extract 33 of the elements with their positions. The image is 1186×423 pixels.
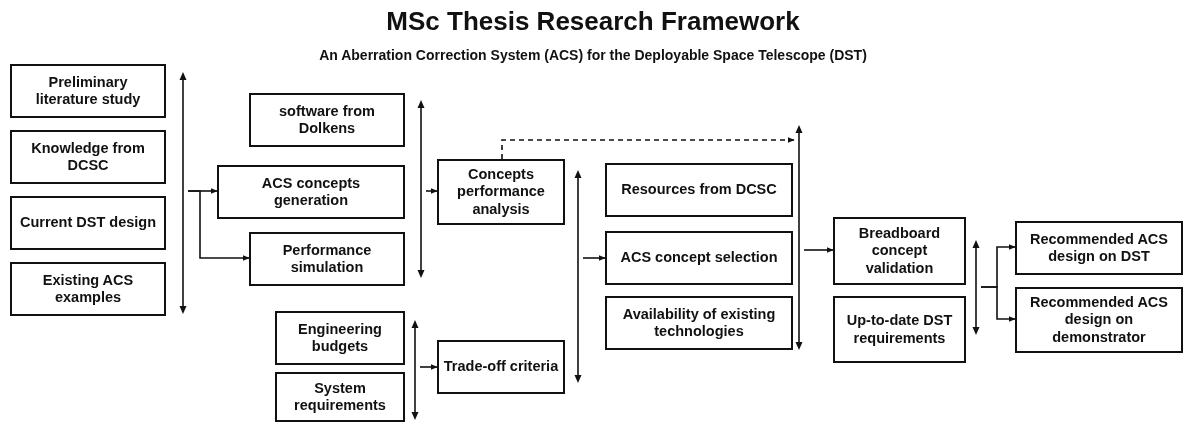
process-box: Concepts performance analysis <box>437 159 565 225</box>
process-box: Performance simulation <box>249 232 405 286</box>
double-headed-bar <box>971 240 981 335</box>
process-box: Recommended ACS design on demonstrator <box>1015 287 1183 353</box>
process-box: Trade-off criteria <box>437 340 565 394</box>
process-box: software from Dolkens <box>249 93 405 147</box>
arrow <box>582 255 606 261</box>
process-box: Current DST design <box>10 196 166 250</box>
double-headed-bar <box>416 100 426 278</box>
double-headed-bar <box>178 72 188 314</box>
process-box: Up-to-date DST requirements <box>833 296 966 363</box>
process-box: Breadboard concept validation <box>833 217 966 285</box>
diagram-title: MSc Thesis Research Framework <box>385 6 801 37</box>
arrow <box>187 190 250 261</box>
double-headed-bar <box>410 320 420 420</box>
process-box: Recommended ACS design on DST <box>1015 221 1183 275</box>
arrow <box>419 364 438 370</box>
process-box: ACS concepts generation <box>217 165 405 219</box>
double-headed-bar <box>794 125 804 350</box>
process-box: Knowledge from DCSC <box>10 130 166 184</box>
process-box: Engineering budgets <box>275 311 405 365</box>
subtitle: An Aberration Correction System (ACS) for the Deployable Space Telescope (DST) <box>318 47 868 63</box>
dashed-arrow <box>501 137 795 160</box>
double-headed-bar <box>573 170 583 383</box>
process-box: ACS concept selection <box>605 231 793 285</box>
process-box: Preliminary literature study <box>10 64 166 118</box>
process-box: Availability of existing technologies <box>605 296 793 350</box>
arrow <box>803 247 834 253</box>
arrow <box>980 286 1016 322</box>
process-box: Resources from DCSC <box>605 163 793 217</box>
arrow <box>425 188 438 194</box>
process-box: System requirements <box>275 372 405 422</box>
process-box: Existing ACS examples <box>10 262 166 316</box>
